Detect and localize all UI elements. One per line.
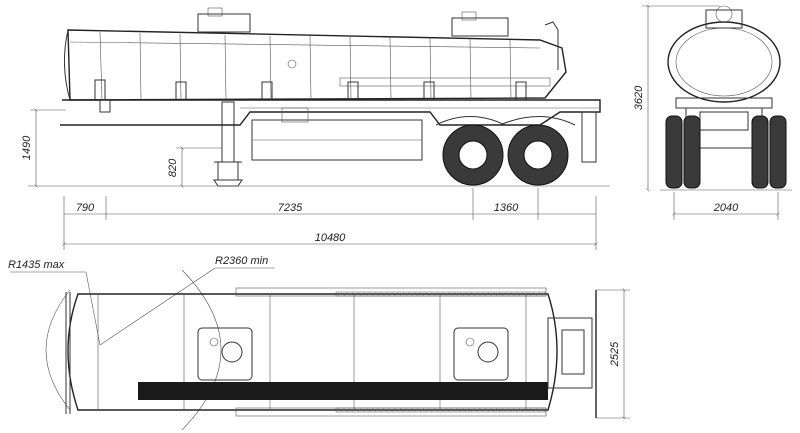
- tank-body-top: [67, 293, 558, 411]
- top-view: R1435 max R2360 min: [8, 255, 630, 431]
- tank-ribs: [99, 31, 512, 101]
- top-hatch-front: [197, 13, 251, 33]
- landing-gear: [213, 101, 243, 187]
- dim-coupling-height: 1490: [21, 135, 33, 160]
- top-hatches: [197, 327, 509, 381]
- tank-body-rear: [667, 21, 781, 103]
- tank-body-side: [67, 29, 567, 101]
- dim-wheelbase: 7235: [278, 202, 303, 214]
- dim-front-overhang: 790: [76, 202, 95, 214]
- dim-top-width: 2525: [609, 341, 621, 367]
- side-view: 1490 820 790 7235 1360 10480: [21, 7, 610, 250]
- dim-turning-radius: R2360 min: [215, 255, 268, 267]
- rear-wheels: [665, 115, 787, 189]
- chassis-frame: [60, 99, 601, 126]
- dim-rear-width: 2040: [713, 202, 739, 214]
- dim-total-length: 10480: [315, 232, 346, 244]
- side-stripe: [138, 382, 548, 400]
- dim-rear-height: 3620: [633, 85, 645, 110]
- side-wheels: [442, 124, 569, 186]
- dim-axle-spacing: 1360: [494, 202, 519, 214]
- rear-view: 3620 2040: [633, 4, 792, 220]
- top-hatch-rear: [451, 17, 509, 37]
- dim-front-radius: R1435 max: [8, 259, 65, 271]
- dim-support-height: 820: [167, 158, 179, 177]
